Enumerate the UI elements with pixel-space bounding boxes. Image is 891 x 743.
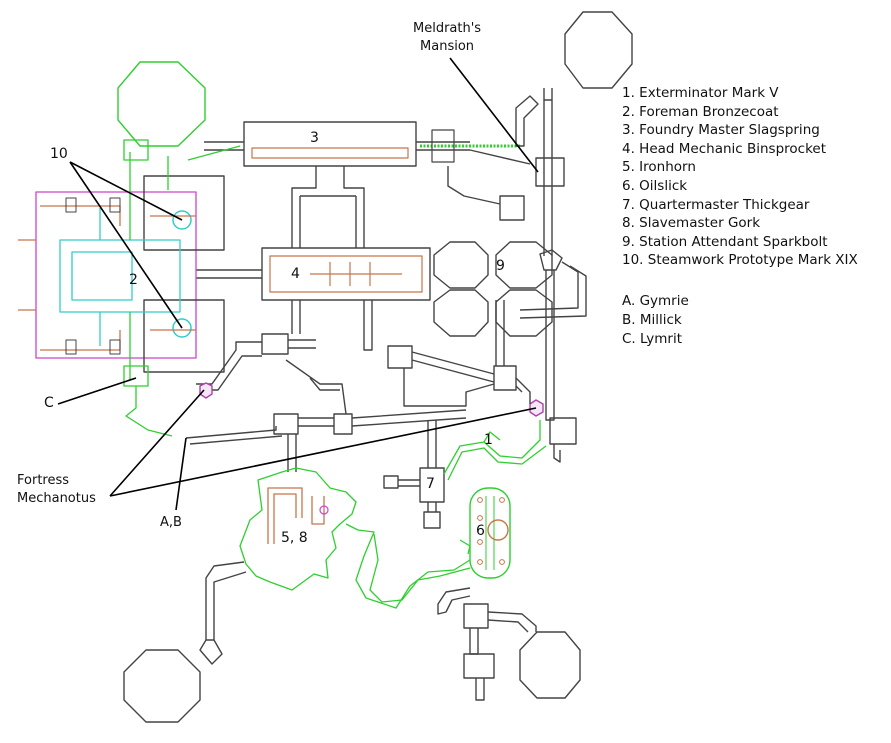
fortress-entrance-right [529, 399, 544, 417]
room-label-1: 1 [484, 432, 493, 448]
legend-item: 6. Oilslick [622, 177, 688, 194]
callout-lines [57, 57, 539, 511]
legend-item: 2. Foreman Bronzecoat [622, 103, 779, 120]
octagon-chamber-bottom-right [519, 631, 581, 699]
boss-legend: 1. Exterminator Mark V 2. Foreman Bronze… [622, 84, 858, 270]
room-7 [383, 420, 445, 529]
legend-item: 1. Exterminator Mark V [622, 85, 779, 101]
octagon-chamber-top-left [117, 61, 206, 147]
corridor-3-to-4 [291, 166, 365, 248]
fortress-entrance-left [199, 382, 213, 399]
legend-item: 3. Foundry Master Slagspring [622, 122, 820, 139]
room-label-9: 9 [496, 258, 505, 274]
room-label-2: 2 [129, 272, 138, 288]
legend-item: A. Gymrie [622, 293, 689, 309]
green-path-entrance [125, 145, 241, 437]
central-corridors [261, 300, 531, 472]
room-4 [196, 247, 431, 301]
legend-item: B. Millick [622, 312, 682, 328]
cave-5-8 [239, 467, 471, 609]
room-1 [443, 420, 547, 481]
legend-item: 8. Slavemaster Gork [622, 215, 761, 232]
room-6 [469, 487, 511, 579]
callout-a-b: A,B [160, 515, 182, 530]
room-label-5-8: 5, 8 [281, 530, 308, 546]
legend-item: C. Lymrit [622, 331, 683, 347]
room-label-4: 4 [291, 266, 300, 282]
mansion-corridor [447, 88, 587, 463]
npc-legend: A. Gymrie B. Millick C. Lymrit [622, 292, 689, 349]
room-9-clover [433, 241, 553, 337]
room-label-3: 3 [310, 130, 319, 146]
room-label-7: 7 [426, 476, 435, 492]
legend-item: 4. Head Mechanic Binsprocket [622, 140, 827, 157]
meldrath-mansion-label: Meldrath's Mansion [413, 21, 482, 54]
room-3-hall [204, 121, 520, 167]
legend-item: 7. Quartermaster Thickgear [622, 196, 810, 213]
room-label-6: 6 [476, 523, 485, 539]
legend-item: 10. Steamwork Prototype Mark XIX [622, 252, 858, 269]
callout-10: 10 [50, 146, 68, 162]
octagon-chamber-bottom-left [123, 649, 201, 723]
cave-5-8-inner [199, 487, 329, 665]
callout-c: C [44, 395, 54, 411]
room-2-complex [18, 139, 225, 387]
octagon-chamber-top-right [564, 11, 633, 89]
southeast-corridors [437, 587, 537, 701]
legend-item: 9. Station Attendant Sparkbolt [622, 233, 828, 250]
legend-item: 5. Ironhorn [622, 159, 696, 176]
fortress-mechanotus-label: Fortress Mechanotus [17, 473, 96, 506]
